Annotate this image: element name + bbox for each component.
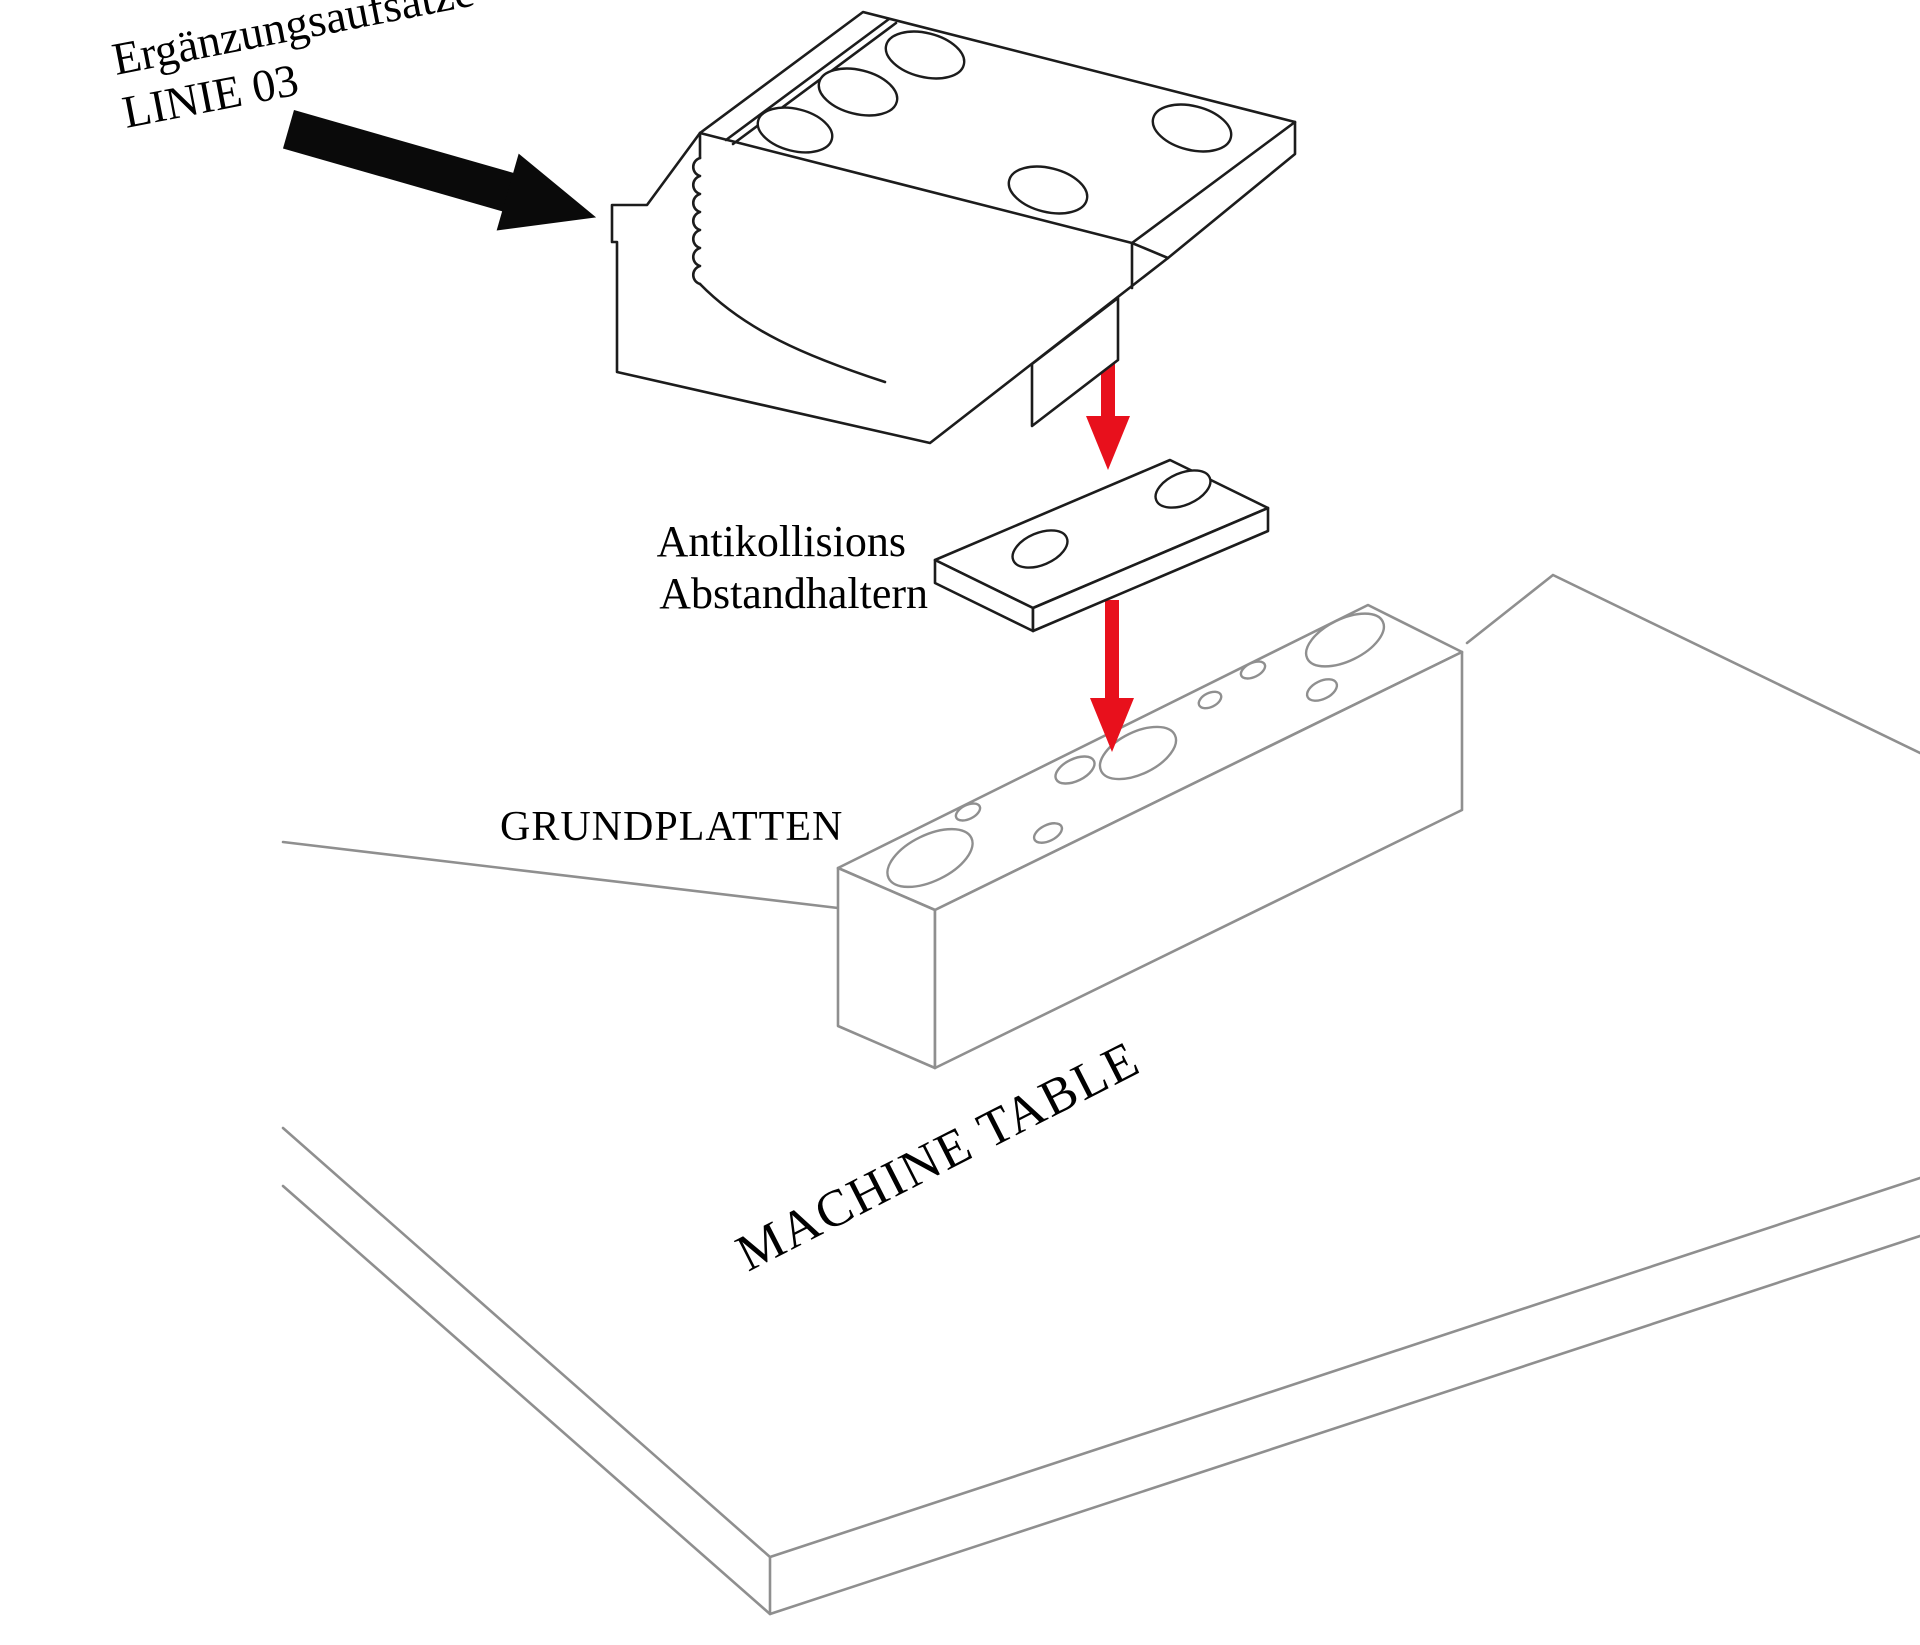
jaw-serration-edge	[691, 156, 702, 286]
hole-large	[1098, 725, 1178, 781]
hole-medium	[1054, 755, 1096, 785]
jaw-bottom-curve	[698, 282, 887, 384]
hole-large	[1304, 612, 1386, 668]
red-arrow-lower	[1090, 600, 1134, 752]
machine-table-front-edge-top	[281, 1126, 1920, 1559]
black-pointer-arrow	[282, 110, 597, 231]
mounting-hole	[1151, 103, 1233, 153]
hole-small	[1239, 660, 1267, 680]
hole-large	[886, 827, 974, 889]
black-pointer-arrow-shaft	[282, 110, 516, 212]
vise-block-right-face-edge	[1130, 241, 1170, 260]
red-arrow-upper-head	[1086, 416, 1130, 470]
hole-small	[1032, 822, 1064, 844]
machine-table-label-text: MACHINE TABLE	[728, 1030, 1150, 1282]
hole-medium	[1305, 678, 1339, 702]
base-plate-front-face	[933, 650, 1464, 1070]
base-plate-label: GRUNDPLATTEN	[500, 804, 843, 850]
base-plate-holes	[886, 612, 1386, 889]
spacer-label: Antikollisions Abstandhaltern	[657, 517, 928, 618]
vise-block-outline	[610, 10, 1297, 445]
jaw-seam-line-1	[724, 17, 891, 142]
hole-small	[954, 802, 982, 822]
spacer-label-line1: Antikollisions	[657, 517, 906, 566]
mounting-hole	[756, 106, 834, 154]
machine-table-back-edge-right	[1465, 573, 1920, 755]
machine-table-back-edge-left	[281, 840, 840, 910]
mounting-hole	[817, 67, 899, 117]
spacer-label-line2: Abstandhaltern	[659, 569, 928, 618]
vise-block-holes	[756, 30, 1233, 215]
spacer-plate	[933, 458, 1270, 633]
spacer-right-face	[1031, 506, 1270, 633]
hole-small	[1197, 690, 1223, 710]
machine-table-front-edge-bottom	[281, 1184, 1920, 1616]
black-pointer-arrow-head	[496, 153, 597, 231]
spacer-hole	[1154, 469, 1212, 509]
mounting-hole	[884, 30, 966, 80]
red-arrow-lower-head	[1090, 698, 1134, 752]
base-plate-bar	[836, 603, 1464, 1070]
vise-jaw-block	[610, 10, 1297, 445]
machine-table	[281, 573, 1920, 1616]
vise-block-tongue	[1030, 296, 1120, 428]
mounting-hole	[1007, 165, 1089, 215]
spacer-hole	[1011, 529, 1069, 569]
machine-table-label: MACHINE TABLE	[728, 1030, 1150, 1282]
